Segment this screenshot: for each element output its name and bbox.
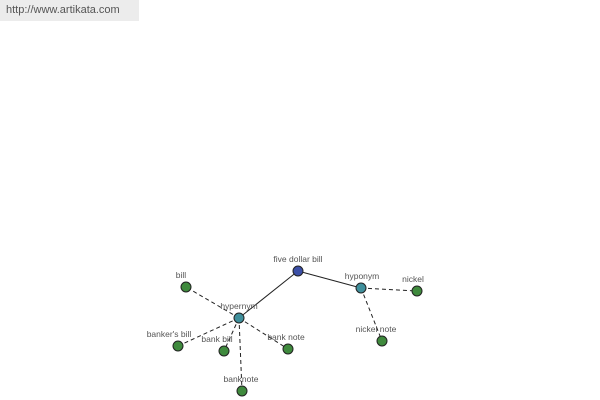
node-circle-bill[interactable] (180, 281, 192, 293)
edge-hyper-bankbill (223, 317, 240, 352)
node-circle-hypo[interactable] (355, 282, 367, 294)
node-circle-bankbill[interactable] (218, 345, 230, 357)
node-bankbill[interactable]: bank bill (201, 334, 233, 357)
node-label-bankbill: bank bill (201, 334, 232, 344)
node-label-hypo: hyponym (345, 271, 380, 281)
node-nickelnote[interactable]: nickel note (356, 324, 397, 347)
edge-root-hypo (297, 270, 362, 289)
node-bill[interactable]: bill (176, 270, 192, 293)
site-url-link[interactable]: http://www.artikata.com (0, 0, 139, 21)
node-hypo[interactable]: hyponym (345, 271, 380, 294)
edge-root-hyper (238, 270, 299, 319)
node-label-nickel: nickel (402, 274, 424, 284)
node-label-hyper: hypernym (220, 301, 257, 311)
edges-layer (177, 270, 418, 392)
node-banknote[interactable]: banknote (224, 374, 259, 397)
node-circle-bankers[interactable] (172, 340, 184, 352)
edge-hyper-bill (185, 286, 240, 319)
node-label-bankers: banker's bill (147, 329, 192, 339)
node-label-nickelnote: nickel note (356, 324, 397, 334)
nodes-layer: five dollar bill hypernym hyponym bill banke… (147, 254, 424, 397)
node-circle-banknote[interactable] (236, 385, 248, 397)
node-label-bill: bill (176, 270, 187, 280)
node-label-banknote: banknote (224, 374, 259, 384)
node-root[interactable]: five dollar bill (273, 254, 323, 277)
node-circle-nickel[interactable] (411, 285, 423, 297)
node-circle-hyper[interactable] (233, 312, 245, 324)
node-nickel[interactable]: nickel (402, 274, 424, 297)
node-banknote_sp[interactable]: bank note (267, 332, 305, 355)
node-circle-banknote_sp[interactable] (282, 343, 294, 355)
edge-hypo-nickelnote (360, 287, 383, 342)
node-label-banknote_sp: bank note (267, 332, 305, 342)
node-hyper[interactable]: hypernym (220, 301, 258, 324)
node-circle-nickelnote[interactable] (376, 335, 388, 347)
edge-hypo-nickel (360, 287, 418, 292)
edge-hyper-banknote (238, 317, 243, 392)
node-label-root: five dollar bill (273, 254, 322, 264)
node-bankers[interactable]: banker's bill (147, 329, 192, 352)
edge-hyper-banknote_sp (238, 317, 289, 350)
node-circle-root[interactable] (292, 265, 304, 277)
